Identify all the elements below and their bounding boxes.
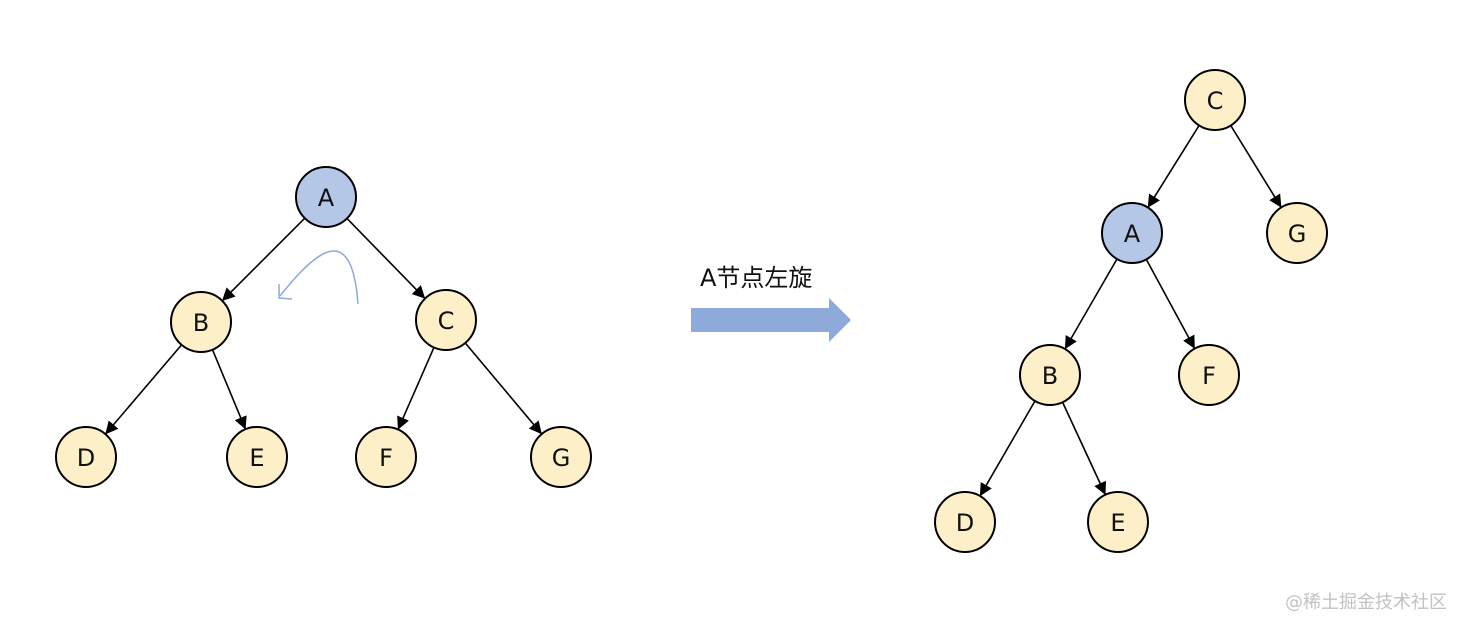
after-node-c: C [1184, 69, 1246, 131]
watermark-text: @稀土掘金技术社区 [1285, 592, 1447, 613]
after-node-b: B [1019, 344, 1081, 406]
after-node-g: G [1266, 202, 1328, 264]
after-node-f: F [1178, 344, 1240, 406]
after-node-d-label: D [956, 509, 974, 537]
before-node-f: F [355, 426, 417, 488]
before-node-e-circle [226, 426, 288, 488]
rotation-direction-arc [279, 250, 359, 305]
after-edge-a-f [1145, 258, 1195, 349]
after-node-a-circle [1101, 202, 1163, 264]
before-node-c-circle [415, 289, 477, 351]
before-node-e-label: E [249, 444, 264, 472]
before-node-g-circle [530, 426, 592, 488]
transition-arrow [691, 298, 851, 342]
before-tree: A B C D E F G [55, 166, 592, 488]
before-node-f-circle [355, 426, 417, 488]
before-node-a-label: A [318, 184, 335, 212]
before-node-b-circle [170, 291, 232, 353]
after-edge-b-d [979, 400, 1036, 497]
before-edge-c-f [397, 347, 435, 430]
after-node-g-circle [1266, 202, 1328, 264]
after-edge-c-a [1147, 125, 1200, 208]
before-node-d-circle [55, 426, 117, 488]
after-node-b-label: B [1042, 362, 1058, 390]
after-node-c-label: C [1207, 87, 1224, 115]
before-node-a-circle [295, 166, 357, 228]
after-node-g-label: G [1288, 220, 1307, 248]
after-edge-b-e [1061, 401, 1106, 496]
before-node-b: B [170, 291, 232, 353]
after-node-b-circle [1019, 344, 1081, 406]
before-node-g: G [530, 426, 592, 488]
before-node-b-label: B [193, 309, 209, 337]
before-edge-c-g [464, 342, 542, 435]
before-node-g-label: G [552, 444, 571, 472]
before-edge-a-b [222, 217, 306, 301]
rotation-operation-label: A节点左旋 [700, 264, 813, 292]
after-edge-c-g [1230, 125, 1282, 208]
after-node-f-circle [1178, 344, 1240, 406]
before-node-d: D [55, 426, 117, 488]
after-node-a: A [1101, 202, 1163, 264]
after-node-c-circle [1184, 69, 1246, 131]
before-node-c-label: C [438, 307, 455, 335]
before-edge-b-e [211, 349, 247, 430]
before-node-a: A [295, 166, 357, 228]
after-tree: C A G B F D E [934, 69, 1328, 553]
after-node-d-circle [934, 491, 996, 553]
after-node-e-label: E [1110, 509, 1125, 537]
before-edge-a-c [346, 217, 426, 299]
before-node-e: E [226, 426, 288, 488]
before-node-d-label: D [77, 444, 95, 472]
after-node-d: D [934, 491, 996, 553]
after-edge-a-b [1064, 258, 1118, 350]
after-node-e: E [1087, 491, 1149, 553]
before-node-f-label: F [379, 444, 393, 472]
rotation-direction-arrowhead [278, 284, 293, 300]
after-node-f-label: F [1202, 362, 1216, 390]
after-node-a-label: A [1124, 220, 1141, 248]
after-node-e-circle [1087, 491, 1149, 553]
before-edge-b-d [105, 344, 183, 435]
before-node-c: C [415, 289, 477, 351]
